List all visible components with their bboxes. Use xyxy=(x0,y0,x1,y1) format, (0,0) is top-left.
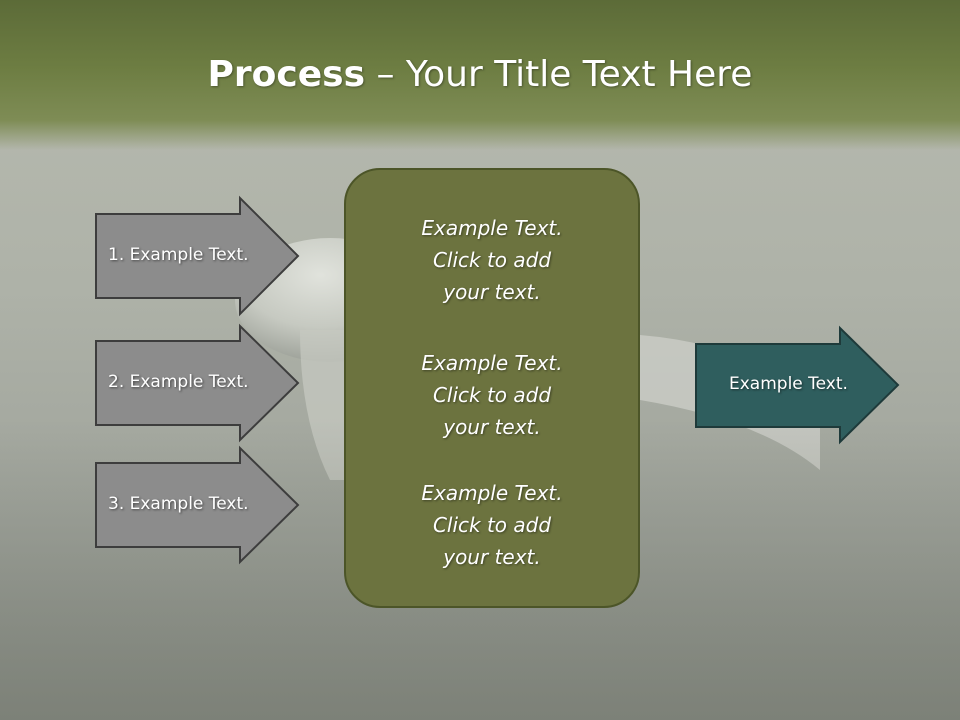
title-band xyxy=(0,0,960,150)
title-rest: – Your Title Text Here xyxy=(365,54,753,95)
left-arrow-3-label: 3. Example Text. xyxy=(108,494,249,514)
left-arrow-1[interactable] xyxy=(95,195,300,317)
center-block-1-line-2: Click to add xyxy=(432,248,552,272)
left-arrow-2[interactable] xyxy=(95,323,300,443)
left-arrow-2-label: 2. Example Text. xyxy=(108,372,249,392)
center-block-1-line-3: your text. xyxy=(443,280,541,304)
center-block-1-line-1: Example Text. xyxy=(421,216,563,240)
center-content-box[interactable] xyxy=(344,168,640,608)
center-text-block-2[interactable]: Example Text. Click to add your text. xyxy=(344,347,640,443)
center-block-3-line-1: Example Text. xyxy=(421,481,563,505)
center-block-2-line-2: Click to add xyxy=(432,383,552,407)
center-block-3-line-3: your text. xyxy=(443,545,541,569)
center-block-3-line-2: Click to add xyxy=(432,513,552,537)
center-block-2-line-1: Example Text. xyxy=(421,351,563,375)
right-arrow[interactable] xyxy=(695,325,900,445)
left-arrow-3[interactable] xyxy=(95,445,300,565)
right-arrow-label: Example Text. xyxy=(729,374,848,394)
slide-title: Process – Your Title Text Here xyxy=(0,52,960,98)
title-bold: Process xyxy=(207,54,366,95)
center-text-block-1[interactable]: Example Text. Click to add your text. xyxy=(344,212,640,308)
center-block-2-line-3: your text. xyxy=(443,415,541,439)
left-arrow-1-label: 1. Example Text. xyxy=(108,245,249,265)
center-text-block-3[interactable]: Example Text. Click to add your text. xyxy=(344,477,640,573)
